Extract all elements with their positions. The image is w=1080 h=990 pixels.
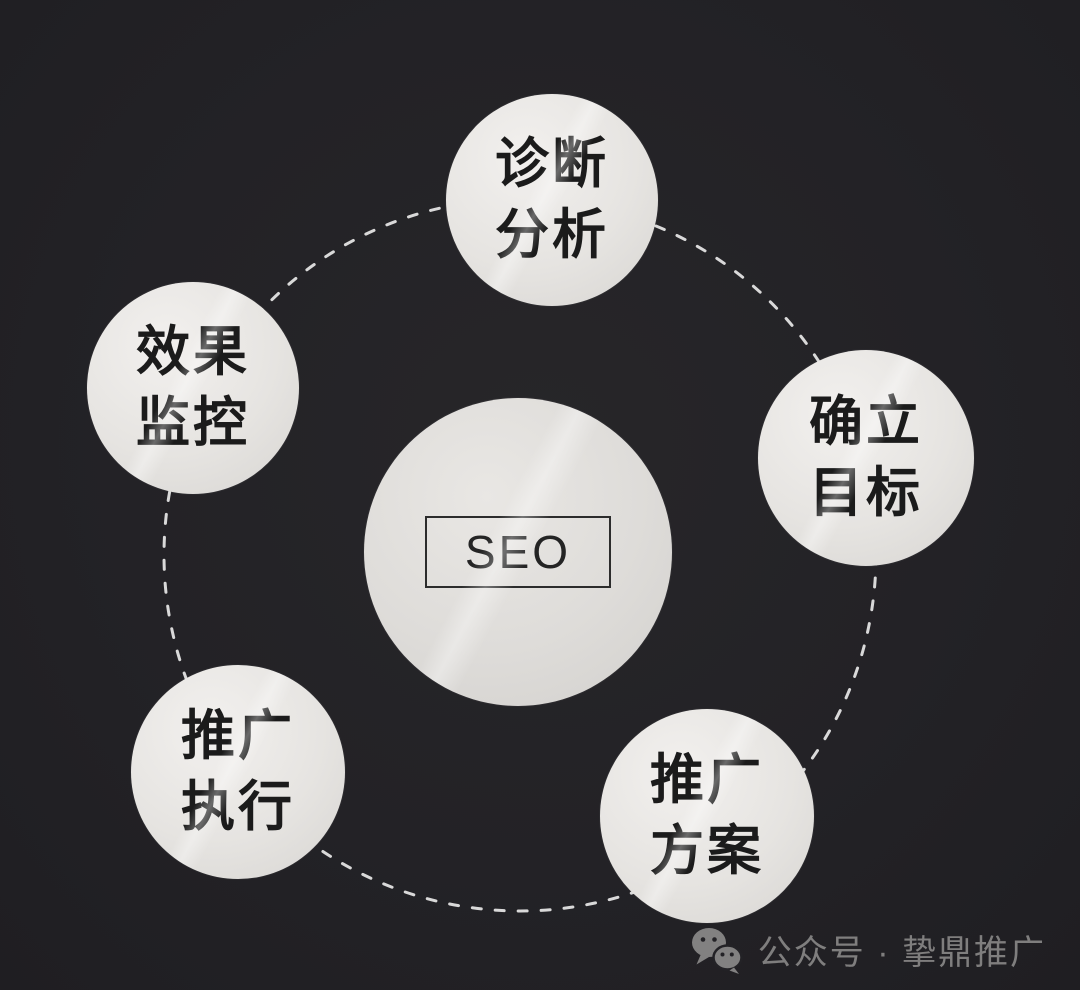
node-label-line: 分析	[495, 205, 609, 265]
node-establish-goals: 确立 目标	[758, 350, 974, 566]
node-label-line: 方案	[650, 821, 764, 881]
node-promotion-execution: 推广 执行	[131, 665, 345, 879]
node-effect-monitoring: 效果 监控	[87, 282, 299, 494]
node-seo-center: SEO	[364, 398, 672, 706]
node-label-line: 监控	[136, 393, 250, 453]
node-promotion-plan: 推广 方案	[600, 709, 814, 923]
watermark-footer: 公众号 · 挚鼎推广	[690, 925, 1046, 974]
node-diagnosis-analysis: 诊断 分析	[446, 94, 658, 306]
node-label-line: 推广	[181, 705, 295, 766]
node-label-line: 执行	[181, 777, 295, 837]
wechat-icon	[691, 927, 743, 974]
seo-label: SEO	[464, 526, 572, 578]
node-label-line: 推广	[650, 749, 764, 810]
node-label-line: 效果	[136, 321, 250, 382]
watermark-text: 公众号 · 挚鼎推广	[757, 934, 1046, 972]
node-label-line: 诊断	[495, 133, 609, 194]
node-label-line: 确立	[809, 391, 923, 452]
seo-label-box: SEO	[425, 516, 611, 588]
node-label-line: 目标	[809, 463, 923, 523]
